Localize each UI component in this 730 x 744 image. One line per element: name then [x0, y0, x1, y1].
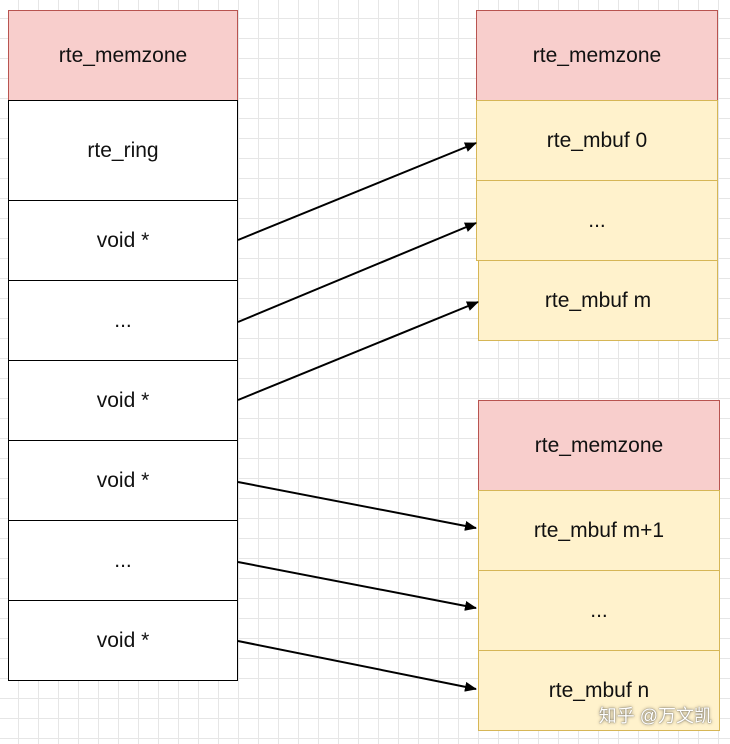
arrow-slot3-to-mbufm	[237, 301, 479, 401]
ring-slot-5: ...	[8, 520, 238, 601]
ring-memzone-header: rte_memzone	[8, 10, 238, 101]
ring-label-cell: rte_ring	[8, 100, 238, 201]
mempool-b-item-3: rte_mbuf n	[478, 650, 720, 731]
arrow-slot5-to-mbuf-ellipsis-b	[237, 561, 477, 611]
ring-slot-1: void *	[8, 200, 238, 281]
ring-slot-4: void *	[8, 440, 238, 521]
mempool-b-item-2: ...	[478, 570, 720, 651]
zhihu-watermark: 知乎 @万文凯	[598, 706, 712, 726]
arrow-slot4-to-mbufm1	[237, 481, 477, 531]
mempool-a-header: rte_memzone	[476, 10, 718, 101]
mempool-a-item-1: rte_mbuf 0	[476, 100, 718, 181]
mempool-b-item-1: rte_mbuf m+1	[478, 490, 720, 571]
arrow-slot1-to-mbuf0	[237, 142, 477, 241]
mempool-a-item-3: rte_mbuf m	[478, 260, 718, 341]
ring-slot-3: void *	[8, 360, 238, 441]
mempool-b-header: rte_memzone	[478, 400, 720, 491]
arrow-slot2-to-mbuf-ellipsis	[237, 222, 477, 323]
ring-slot-6: void *	[8, 600, 238, 681]
arrow-slot6-to-mbufn	[237, 640, 477, 692]
mempool-a-item-2: ...	[476, 180, 718, 261]
